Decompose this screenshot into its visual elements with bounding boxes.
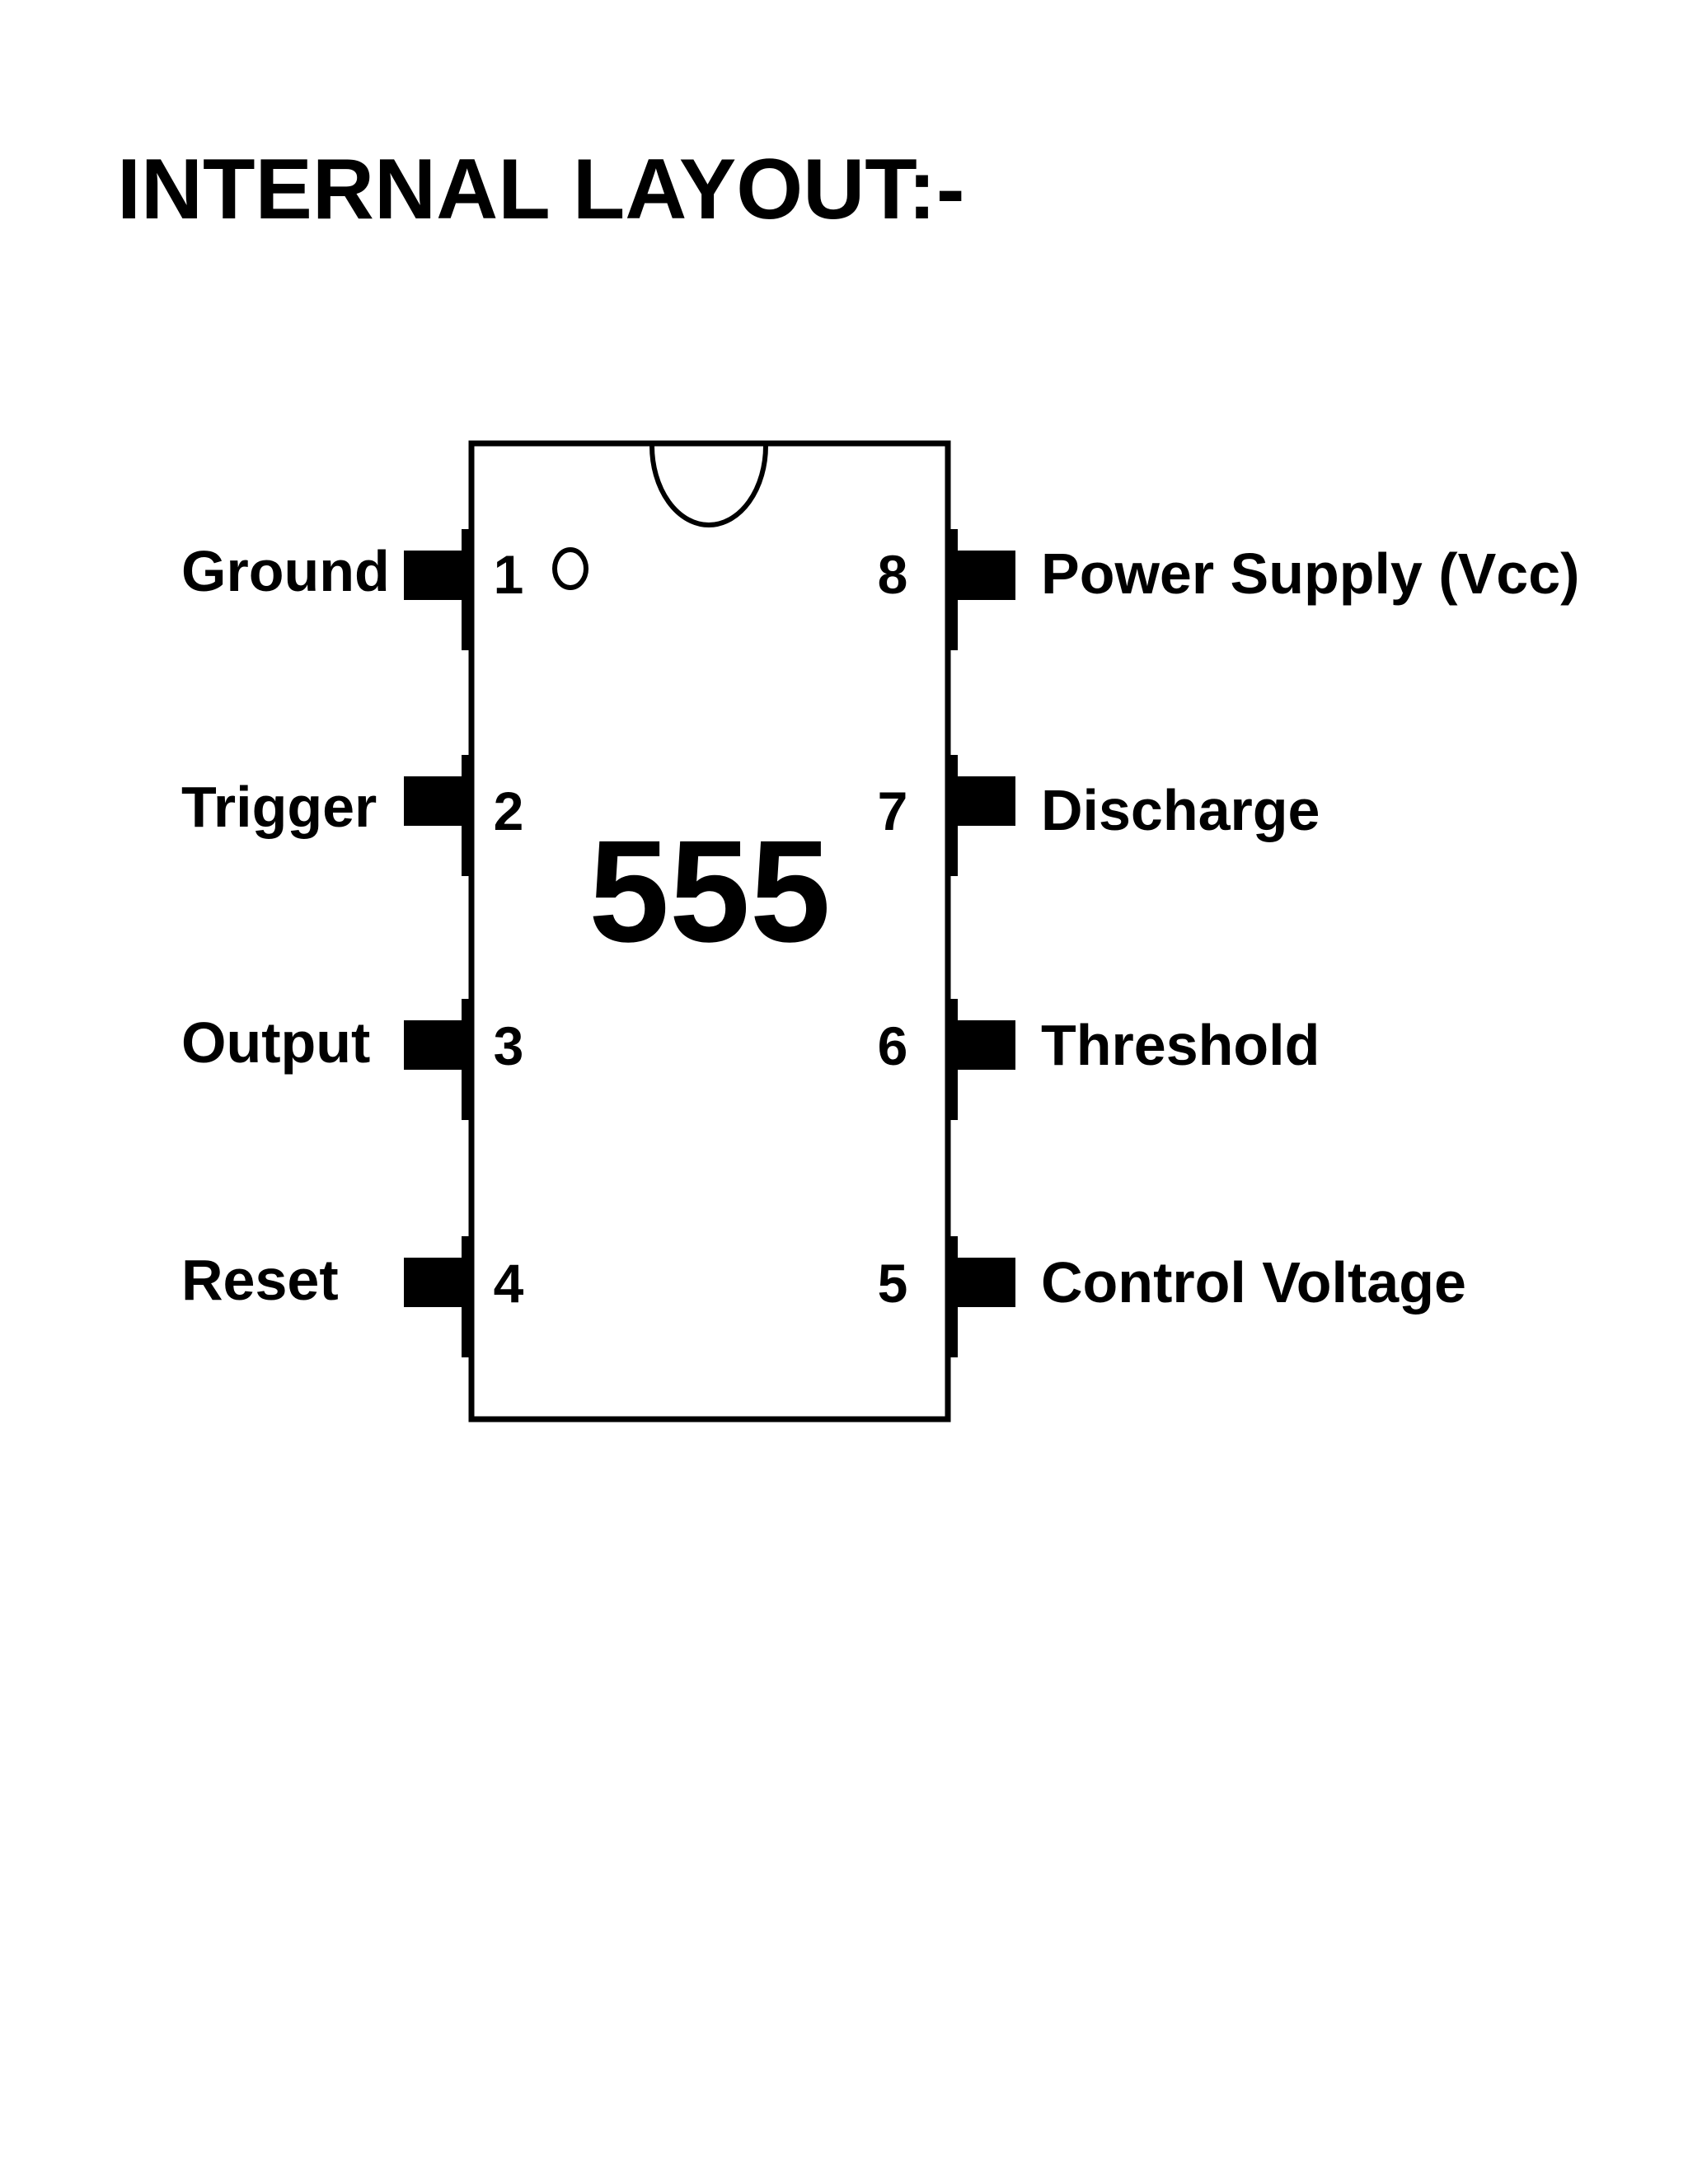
pin-5-edge [950,1236,958,1357]
pin-1-lead [404,551,471,600]
pin-4-lead [404,1258,471,1307]
pin-1-number: 1 [494,544,524,605]
pin-1-edge [462,529,470,650]
pin-6-edge [950,999,958,1120]
pin-8-lead [948,551,1015,600]
chip-name: 555 [588,811,831,972]
pin-7-edge [950,755,958,876]
pin-5-number: 5 [878,1253,908,1314]
pin-3-number: 3 [494,1015,524,1076]
pin-4 [404,1236,471,1357]
pin-7-label: Discharge [1041,778,1320,842]
pin-6 [948,999,1015,1120]
page-title: INTERNAL LAYOUT:- [117,142,965,237]
pin-5-lead [948,1258,1015,1307]
pin-7 [948,755,1015,876]
pin-2-edge [462,755,470,876]
pin-6-label: Threshold [1041,1013,1320,1077]
pin1-indicator-dot [552,547,588,590]
pin-4-label: Reset [181,1248,339,1312]
pin-3-lead [404,1020,471,1070]
pin-8-number: 8 [878,544,908,605]
pin-5-label: Control Voltage [1041,1250,1466,1315]
pin-3-label: Output [181,1010,370,1075]
chip-body [468,440,951,1422]
pin-1 [404,529,471,650]
pin-2 [404,755,471,876]
pin-2-number: 2 [494,780,524,841]
pin-5 [948,1236,1015,1357]
pin-8 [948,529,1015,650]
pin-3-edge [462,999,470,1120]
pin-6-number: 6 [878,1015,908,1076]
pin-6-lead [948,1020,1015,1070]
pin-3 [404,999,471,1120]
chip-notch [649,445,768,527]
pin-7-lead [948,776,1015,826]
pin-4-edge [462,1236,470,1357]
pin-1-label: Ground [181,539,390,603]
pin-8-edge [950,529,958,650]
pin-4-number: 4 [494,1253,524,1314]
pin-8-label: Power Supply (Vcc) [1041,541,1579,606]
pin-2-lead [404,776,471,826]
pin-2-label: Trigger [181,775,377,839]
pin-7-number: 7 [878,780,908,841]
